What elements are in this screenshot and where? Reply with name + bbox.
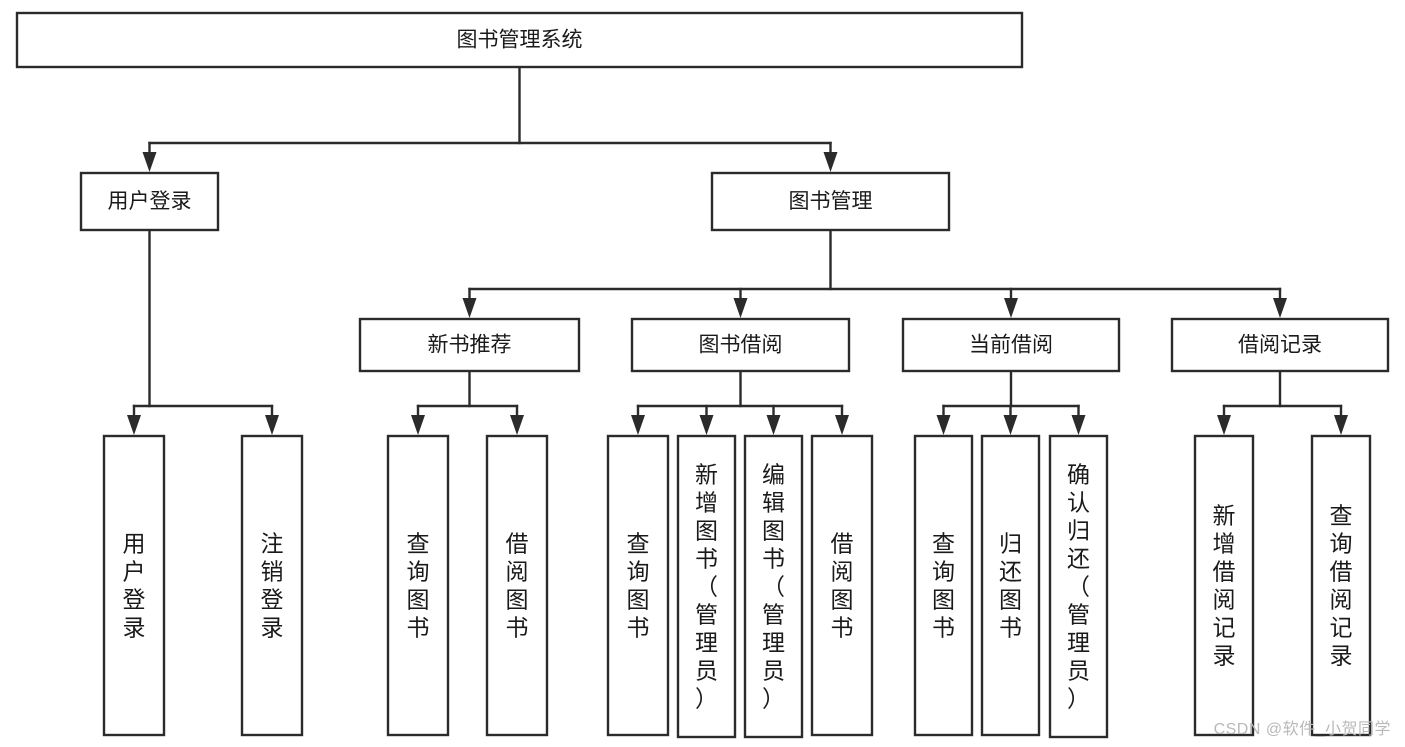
node-label: 新增借阅记录 bbox=[1213, 502, 1236, 668]
node-box bbox=[358, 317, 581, 373]
node-l-user-logout[interactable]: 注销登录 bbox=[240, 434, 304, 737]
connector-layer bbox=[127, 65, 1348, 435]
node-l-rec-query[interactable]: 查询借阅记录 bbox=[1310, 434, 1372, 737]
node-l-bb-borrow[interactable]: 借阅图书 bbox=[810, 434, 874, 737]
node-box bbox=[630, 317, 851, 373]
node-box bbox=[980, 434, 1041, 737]
node-label: 借阅图书 bbox=[831, 530, 854, 640]
node-label: 图书借阅 bbox=[699, 334, 783, 357]
node-l-bb-query[interactable]: 查询图书 bbox=[606, 434, 670, 737]
node-label: 当前借阅 bbox=[969, 334, 1053, 357]
node-label: 用户登录 bbox=[108, 190, 192, 213]
node-label: 用户登录 bbox=[123, 530, 146, 640]
node-box bbox=[710, 171, 951, 232]
node-box bbox=[901, 317, 1121, 373]
node-label: 确认归还（管理员） bbox=[1067, 461, 1090, 711]
node-box bbox=[606, 434, 670, 737]
node-label: 图书管理系统 bbox=[457, 29, 583, 52]
node-box bbox=[102, 434, 166, 737]
node-l-cb-query[interactable]: 查询图书 bbox=[913, 434, 974, 737]
node-box bbox=[743, 434, 804, 739]
node-n-current[interactable]: 当前借阅 bbox=[901, 317, 1121, 373]
node-l-bb-edit[interactable]: 编辑图书（管理员） bbox=[743, 434, 804, 739]
node-layer: 图书管理系统用户登录图书管理新书推荐图书借阅当前借阅借阅记录用户登录注销登录查询… bbox=[15, 11, 1390, 739]
node-label: 借阅记录 bbox=[1238, 334, 1322, 357]
node-label: 新增图书（管理员） bbox=[695, 461, 718, 711]
node-l-nb-borrow[interactable]: 借阅图书 bbox=[485, 434, 549, 737]
node-n-new-book[interactable]: 新书推荐 bbox=[358, 317, 581, 373]
node-n-record[interactable]: 借阅记录 bbox=[1170, 317, 1390, 373]
node-l-cb-confirm[interactable]: 确认归还（管理员） bbox=[1048, 434, 1109, 739]
node-box bbox=[1048, 434, 1109, 739]
node-n-borrow[interactable]: 图书借阅 bbox=[630, 317, 851, 373]
csdn-watermark: CSDN @软件_小贺同学 bbox=[1213, 721, 1391, 738]
node-box bbox=[810, 434, 874, 737]
node-box bbox=[79, 171, 220, 232]
node-box bbox=[676, 434, 737, 739]
node-n-user-login[interactable]: 用户登录 bbox=[79, 171, 220, 232]
node-label: 图书管理 bbox=[789, 190, 873, 213]
node-box bbox=[1310, 434, 1372, 737]
node-n-book-manage[interactable]: 图书管理 bbox=[710, 171, 951, 232]
node-label: 注销登录 bbox=[261, 530, 284, 640]
node-box bbox=[240, 434, 304, 737]
node-box bbox=[913, 434, 974, 737]
node-root[interactable]: 图书管理系统 bbox=[15, 11, 1024, 69]
node-label: 查询借阅记录 bbox=[1330, 502, 1353, 668]
node-l-cb-return[interactable]: 归还图书 bbox=[980, 434, 1041, 737]
node-box bbox=[1170, 317, 1390, 373]
node-label: 编辑图书（管理员） bbox=[762, 461, 785, 711]
node-box bbox=[15, 11, 1024, 69]
node-box bbox=[485, 434, 549, 737]
node-l-nb-query[interactable]: 查询图书 bbox=[386, 434, 450, 737]
node-label: 查询图书 bbox=[407, 530, 430, 640]
node-box bbox=[386, 434, 450, 737]
node-label: 借阅图书 bbox=[506, 530, 529, 640]
node-l-bb-add[interactable]: 新增图书（管理员） bbox=[676, 434, 737, 739]
node-label: 查询图书 bbox=[627, 530, 650, 640]
node-label: 归还图书 bbox=[999, 530, 1022, 640]
node-label: 新书推荐 bbox=[428, 334, 512, 357]
node-label: 查询图书 bbox=[932, 530, 955, 640]
node-l-rec-add[interactable]: 新增借阅记录 bbox=[1193, 434, 1255, 737]
node-l-user-login[interactable]: 用户登录 bbox=[102, 434, 166, 737]
node-box bbox=[1193, 434, 1255, 737]
